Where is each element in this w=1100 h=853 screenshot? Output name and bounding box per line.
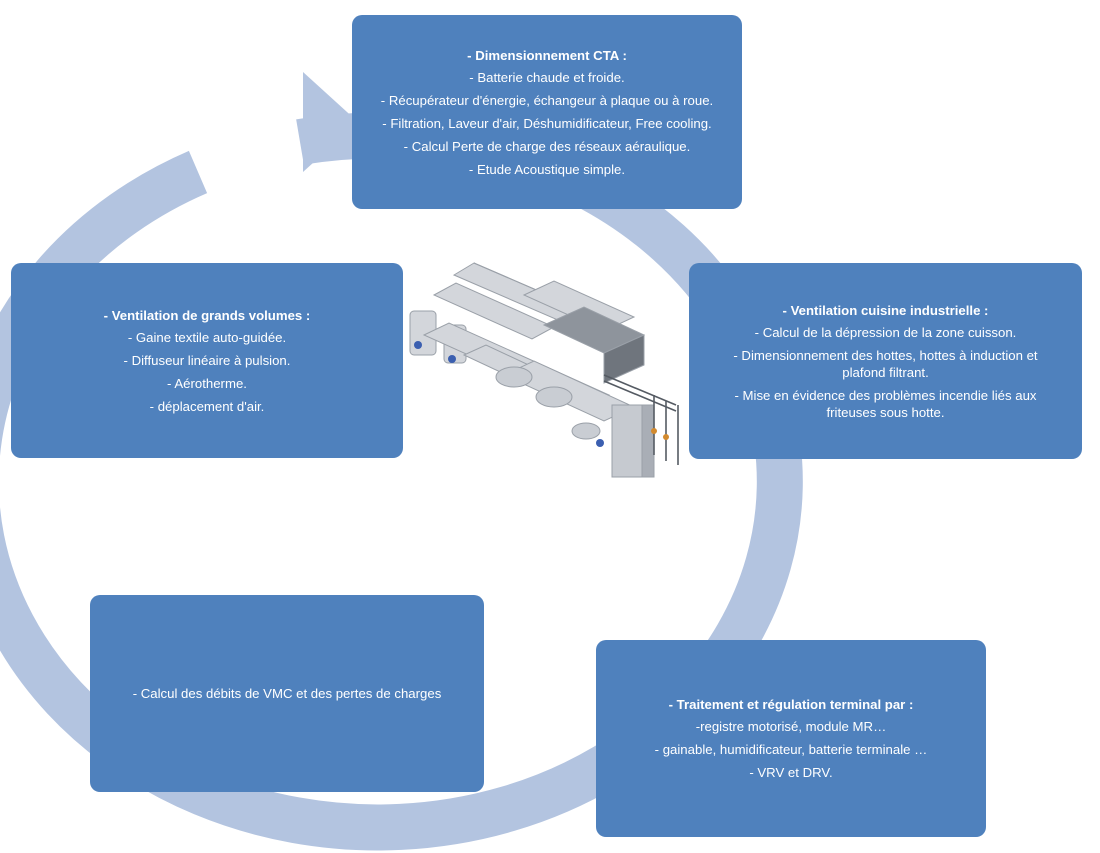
box-line: - Calcul de la dépression de la zone cui… [754, 324, 1017, 340]
cycle-ring-arc [0, 112, 803, 851]
box-line: - gainable, humidificateur, batterie ter… [654, 742, 928, 757]
box-title: - Ventilation cuisine industrielle : [782, 302, 989, 318]
box-line: - Récupérateur d'énergie, échangeur à pl… [380, 92, 714, 108]
box-line: - Mise en évidence des problèmes incendi… [734, 387, 1037, 420]
box-calcul-vmc: - Calcul des débits de VMC et des pertes… [90, 595, 484, 792]
box-traitement-terminal: - Traitement et régulation terminal par … [596, 640, 986, 837]
box-line: - Batterie chaude et froide. [469, 69, 625, 85]
box-ventilation-grands-volumes: - Ventilation de grands volumes : - Gain… [11, 263, 403, 458]
box-line: - Calcul Perte de charge des réseaux aér… [403, 138, 691, 154]
box-line: - Etude Acoustique simple. [468, 161, 626, 177]
cycle-arrow-head [303, 72, 358, 172]
box-line: - Gaine textile auto-guidée. [127, 329, 287, 345]
box-line: - Aérotherme. [167, 375, 247, 391]
box-line: - Dimensionnement des hottes, hottes à i… [733, 347, 1038, 380]
box-title: - Traitement et régulation terminal par … [668, 697, 914, 712]
box-line: - déplacement d'air. [149, 398, 265, 414]
box-line: - VRV et DRV. [749, 765, 833, 780]
box-line: - Filtration, Laveur d'air, Déshumidific… [382, 115, 712, 131]
box-dimensionnement-cta: - Dimensionnement CTA : - Batterie chaud… [352, 15, 742, 209]
hvac-ductwork-image [409, 262, 679, 478]
box-title: - Dimensionnement CTA : [467, 47, 627, 63]
box-title: - Ventilation de grands volumes : [103, 307, 311, 323]
box-line: - Calcul des débits de VMC et des pertes… [132, 686, 442, 701]
box-line: - Diffuseur linéaire à pulsion. [123, 352, 291, 368]
box-line: -registre motorisé, module MR… [695, 719, 887, 734]
box-ventilation-cuisine: - Ventilation cuisine industrielle : - C… [689, 263, 1082, 459]
